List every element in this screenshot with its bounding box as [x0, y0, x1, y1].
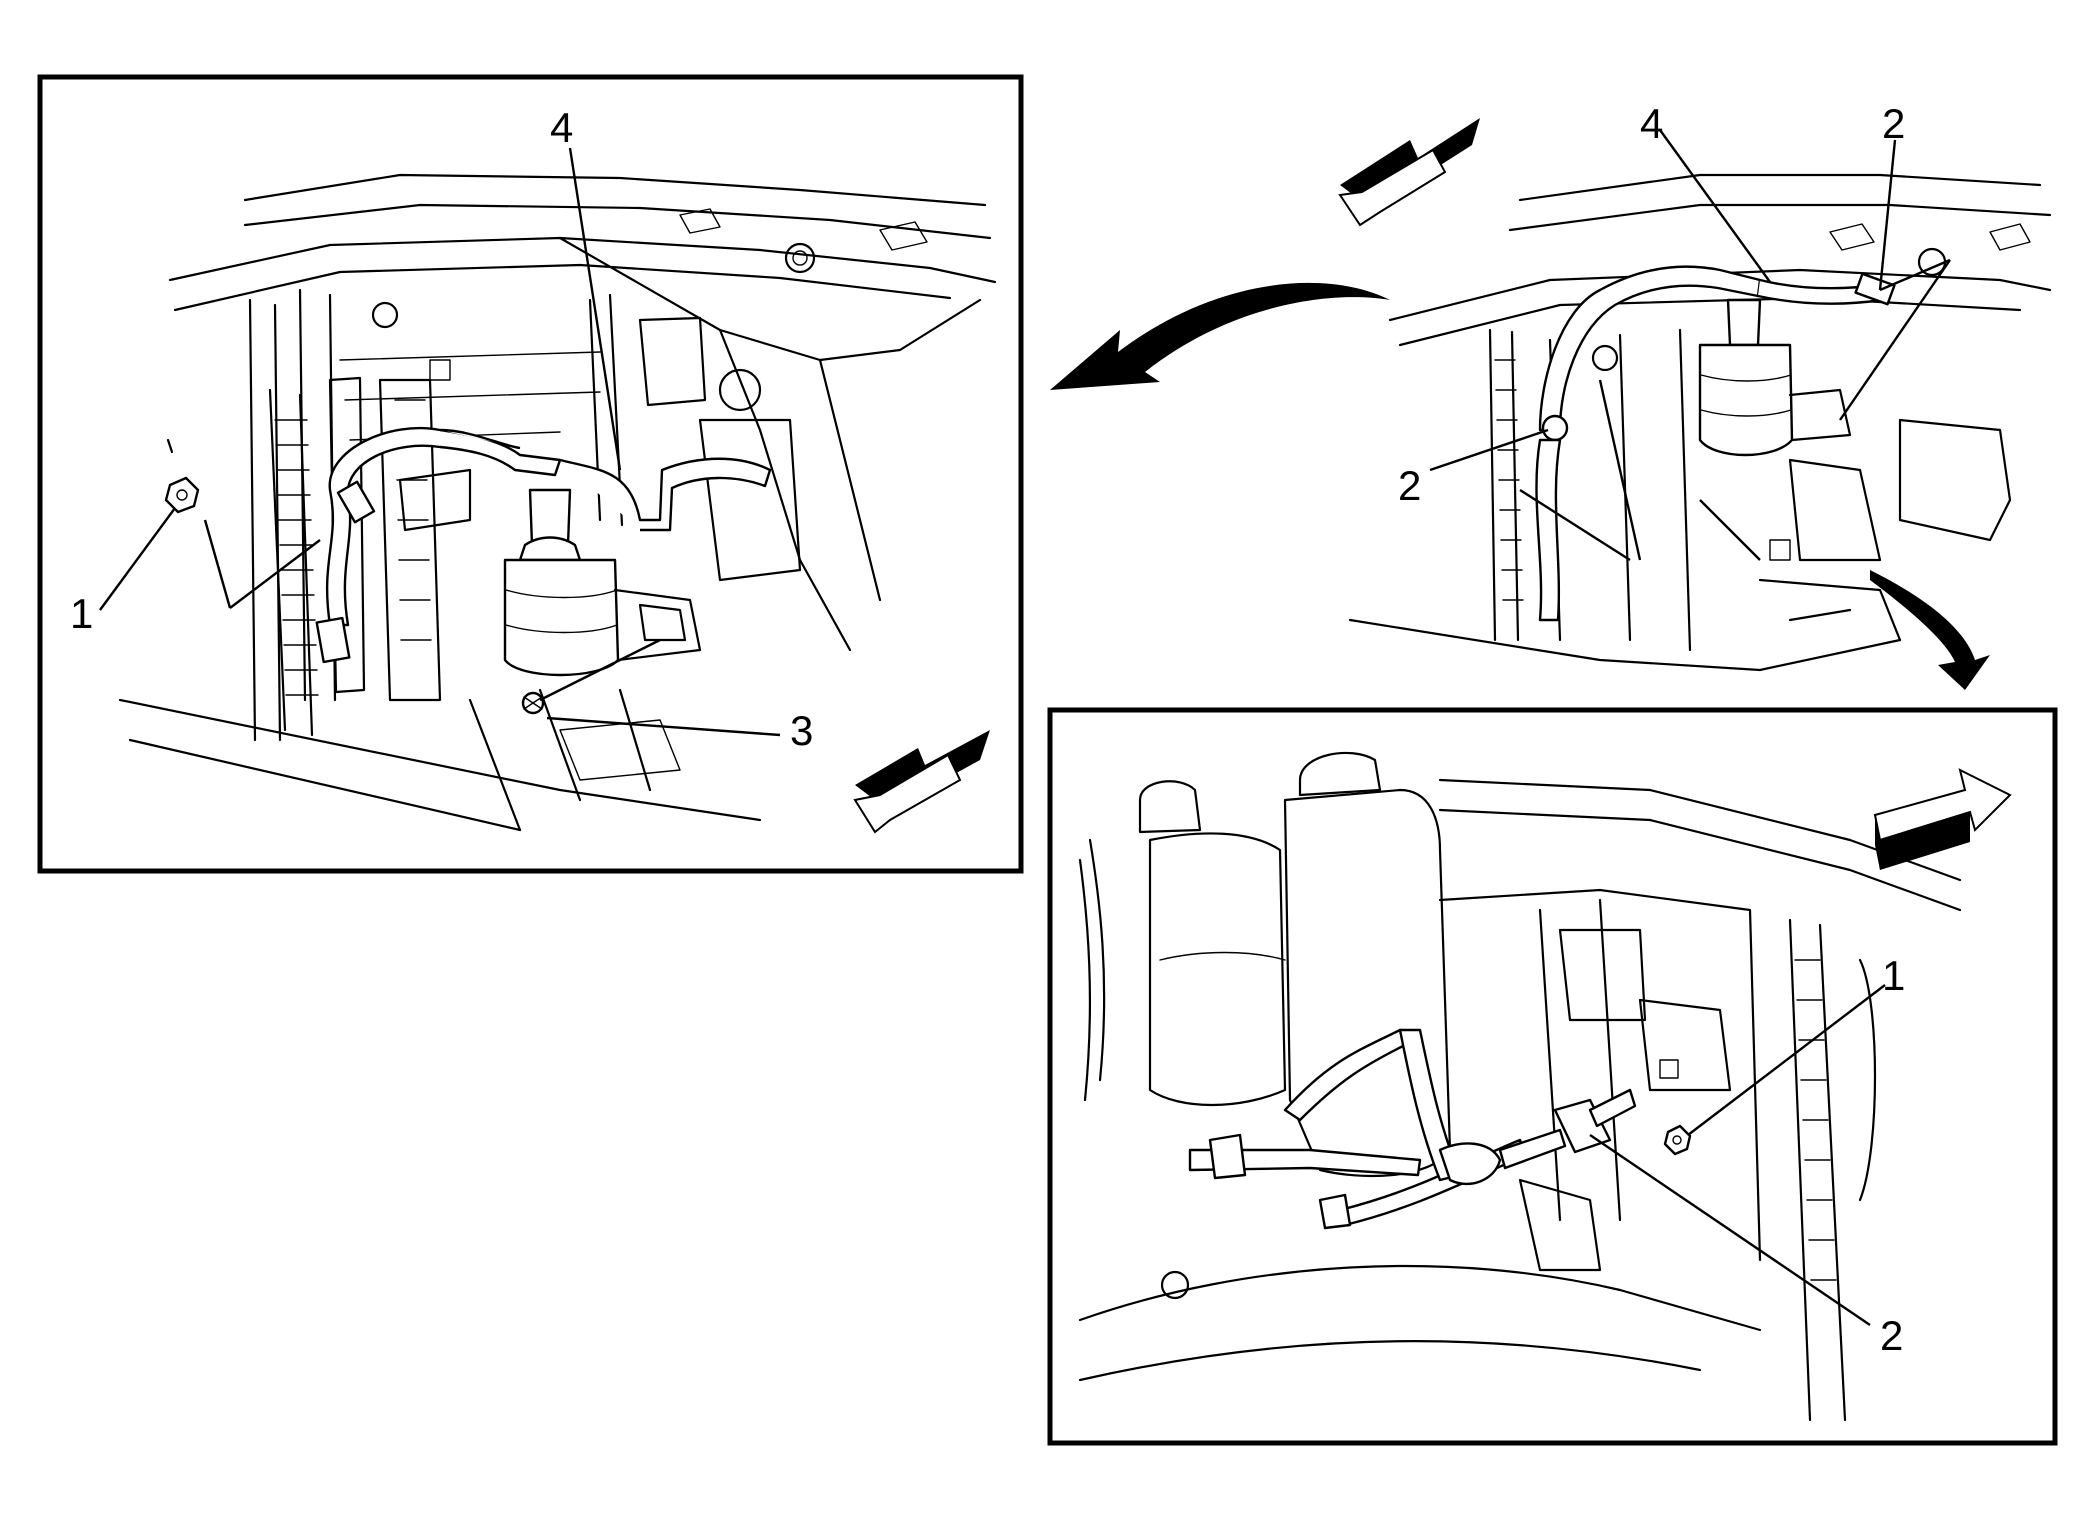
transition-arrow-down-icon — [1870, 570, 1990, 690]
bottom-right-callout-2: 2 — [1880, 1312, 1903, 1359]
bottom-right-leader-2 — [1589, 1134, 1871, 1326]
left-callout-3: 3 — [790, 707, 813, 754]
bottom-right-forward-direction-arrow-icon — [1873, 768, 2012, 870]
top-right-leader-2-top-b — [1879, 258, 1951, 292]
top-right-leader-4 — [1659, 129, 1771, 283]
bottom-right-nut-1 — [1663, 1124, 1692, 1156]
top-right-receiver-drier — [1698, 298, 1852, 457]
left-view-frame — [37, 74, 1024, 874]
bottom-right-coolant-reservoir — [1078, 751, 1452, 1178]
top-right-callout-4: 4 — [1640, 100, 1663, 147]
left-leader-4 — [568, 147, 622, 471]
transition-arrow-icon — [1050, 282, 1390, 390]
bottom-right-view-panel: 1 2 — [1047, 707, 2058, 1446]
nut-1 — [164, 438, 200, 514]
top-right-leader-2-left — [1429, 428, 1549, 472]
top-right-leader-2-top — [1839, 139, 1951, 421]
top-right-view: 4 2 2 — [1338, 100, 2052, 672]
left-leader-1 — [99, 507, 321, 611]
top-right-body-structure — [1348, 173, 2052, 672]
top-right-forward-direction-arrow-icon — [1338, 118, 1480, 227]
left-view-panel: 1 3 4 — [37, 74, 1024, 874]
bottom-right-body-structure — [1078, 778, 1962, 1422]
top-right-callout-2-left: 2 — [1398, 462, 1421, 509]
left-leader-3 — [546, 716, 781, 737]
left-callout-4: 4 — [550, 104, 573, 151]
bottom-right-refrigerant-lines — [1188, 1028, 1637, 1230]
top-right-callout-2-top: 2 — [1882, 100, 1905, 147]
left-radiator — [118, 388, 762, 832]
bolt-3 — [521, 638, 661, 715]
bottom-right-callout-1: 1 — [1882, 952, 1905, 999]
bottom-right-leader-1 — [1687, 984, 1886, 1136]
left-callout-1: 1 — [70, 590, 93, 637]
top-right-leader-lines — [1519, 379, 1761, 562]
top-right-refrigerant-hose — [1535, 265, 1896, 622]
left-forward-direction-arrow-icon — [853, 730, 990, 834]
bottom-right-view-frame — [1047, 707, 2058, 1446]
left-refrigerant-hose — [315, 426, 772, 664]
left-leader-1-b — [203, 519, 232, 609]
